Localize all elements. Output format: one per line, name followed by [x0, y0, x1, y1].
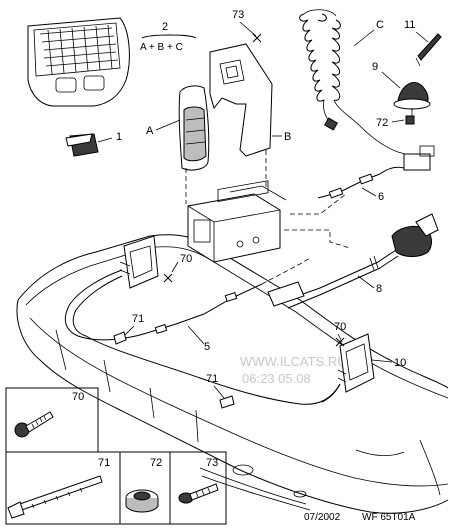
left-bracket: [119, 235, 159, 289]
callout-9: 9: [372, 61, 378, 73]
radio-head-unit: [187, 180, 287, 263]
callout-c: C: [376, 19, 384, 31]
screw-icon: [178, 483, 219, 504]
callout-11: 11: [404, 19, 415, 31]
callout-2: 2: [162, 21, 168, 33]
part-11-aerial: [415, 33, 442, 67]
legend-label-70: 70: [72, 391, 84, 403]
callout-a: A: [146, 125, 154, 137]
formula-text: A + B + C: [140, 42, 183, 53]
legend-label-73: 73: [206, 457, 218, 469]
part-8-cable: [267, 213, 439, 309]
part-6-cable: [317, 166, 405, 199]
watermark-line1: WWW.ILCATS.RU: [240, 354, 347, 369]
rear-bumper: [16, 234, 449, 514]
callout-b: B: [284, 131, 291, 143]
callout-70-left: 70: [180, 253, 192, 265]
callout-8: 8: [376, 283, 382, 295]
legend-box-73: [169, 451, 227, 525]
callout-1: 1: [116, 131, 122, 143]
watermark-line2: 06:23 05.08: [242, 371, 311, 386]
callout-5: 5: [204, 341, 210, 353]
callout-72-top: 72: [376, 117, 388, 129]
part-1-switch: [65, 133, 113, 157]
roof-console: [27, 17, 130, 107]
footer-date: 07/2002: [304, 512, 341, 523]
callout-71-center: 71: [206, 373, 218, 385]
callout-70-right: 70: [334, 321, 346, 333]
callout-73-top: 73: [232, 9, 244, 21]
part-10-bracket: [337, 333, 375, 393]
callout-6: 6: [378, 191, 384, 203]
legend-label-71: 71: [98, 457, 110, 469]
bolt-icon: [14, 411, 54, 438]
legend-panel: [5, 387, 227, 525]
clip-72-marker: [405, 115, 415, 125]
legend-label-72: 72: [150, 457, 162, 469]
footer-code: WF 65T01A: [362, 512, 416, 523]
part-b-bracket: [209, 43, 273, 157]
cable-tie-icon: [7, 475, 103, 519]
callout-71-left: 71: [132, 313, 144, 325]
clip-icon: [125, 489, 159, 513]
callout-10: 10: [394, 357, 406, 369]
part-a-cover: [178, 85, 210, 171]
part-9-antenna-base: [393, 82, 431, 116]
part-c-coiled-cable: [299, 9, 435, 171]
legend-box-72: [119, 451, 171, 525]
